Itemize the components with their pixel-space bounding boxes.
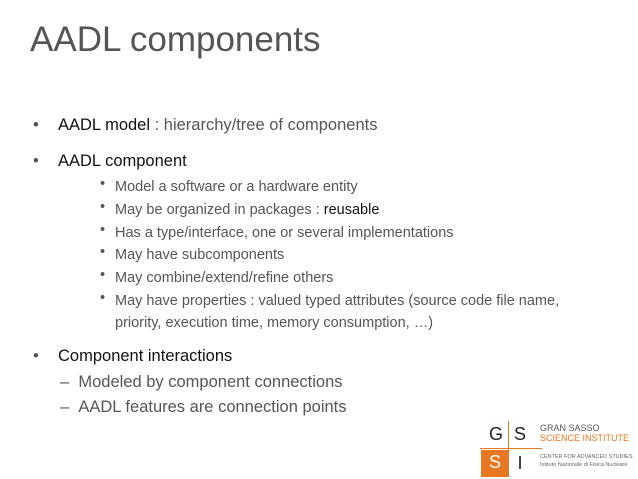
dash-glyph: – — [60, 398, 70, 416]
sub-bullet-keyword: reusable — [323, 202, 380, 218]
bullet-text: : hierarchy/tree of components — [150, 116, 378, 134]
dash-item: – Modeled by component connections — [60, 373, 343, 392]
slide-title: AADL components — [30, 20, 321, 59]
dash-item: – AADL features are connection points — [60, 398, 347, 417]
logo-text: SCIENCE INSTITUTE — [540, 433, 630, 443]
dash-item-text: AADL features are connection points — [78, 398, 347, 416]
logo-letter: S — [513, 424, 526, 444]
gssi-logo: G S S I GRAN SASSO SCIENCE INSTITUTE CEN… — [480, 421, 635, 477]
logo-divider — [480, 448, 542, 449]
bullet-keyword: AADL model — [58, 116, 151, 134]
dash-glyph: – — [60, 373, 70, 391]
bullet-dot: • — [100, 176, 106, 192]
bullet-dot: • — [100, 244, 106, 260]
bullet-dot: • — [100, 222, 106, 238]
logo-text: Istituto Nazionale di Fisica Nucleare — [540, 462, 628, 468]
logo-divider — [508, 421, 509, 477]
dash-item-text: Modeled by component connections — [78, 373, 343, 391]
logo-letter-orange: S — [481, 450, 509, 477]
sub-bullet-text: priority, execution time, memory consump… — [115, 315, 434, 331]
sub-bullet-text: Model a software or a hardware entity — [115, 179, 358, 195]
logo-letter: I — [517, 453, 523, 473]
bullet-keyword: AADL component — [58, 152, 187, 170]
bullet-keyword: Component interactions — [58, 347, 233, 365]
bullet-dot: • — [33, 116, 39, 134]
sub-bullet-text: Has a type/interface, one or several imp… — [115, 225, 454, 241]
bullet-dot: • — [33, 152, 39, 170]
sub-bullet-text: May have subcomponents — [115, 247, 285, 263]
bullet-dot: • — [33, 347, 39, 365]
bullet-dot: • — [100, 199, 106, 215]
logo-text: CENTER FOR ADVANCED STUDIES — [540, 454, 633, 460]
sub-bullet-text: May combine/extend/refine others — [115, 270, 334, 286]
bullet-dot: • — [100, 290, 106, 306]
logo-text: GRAN SASSO — [540, 423, 600, 433]
logo-letter: G — [488, 424, 503, 444]
bullet-dot: • — [100, 267, 106, 283]
sub-bullet-text: May be organized in packages : — [115, 202, 324, 218]
sub-bullet-text: May have properties : valued typed attri… — [115, 293, 560, 309]
